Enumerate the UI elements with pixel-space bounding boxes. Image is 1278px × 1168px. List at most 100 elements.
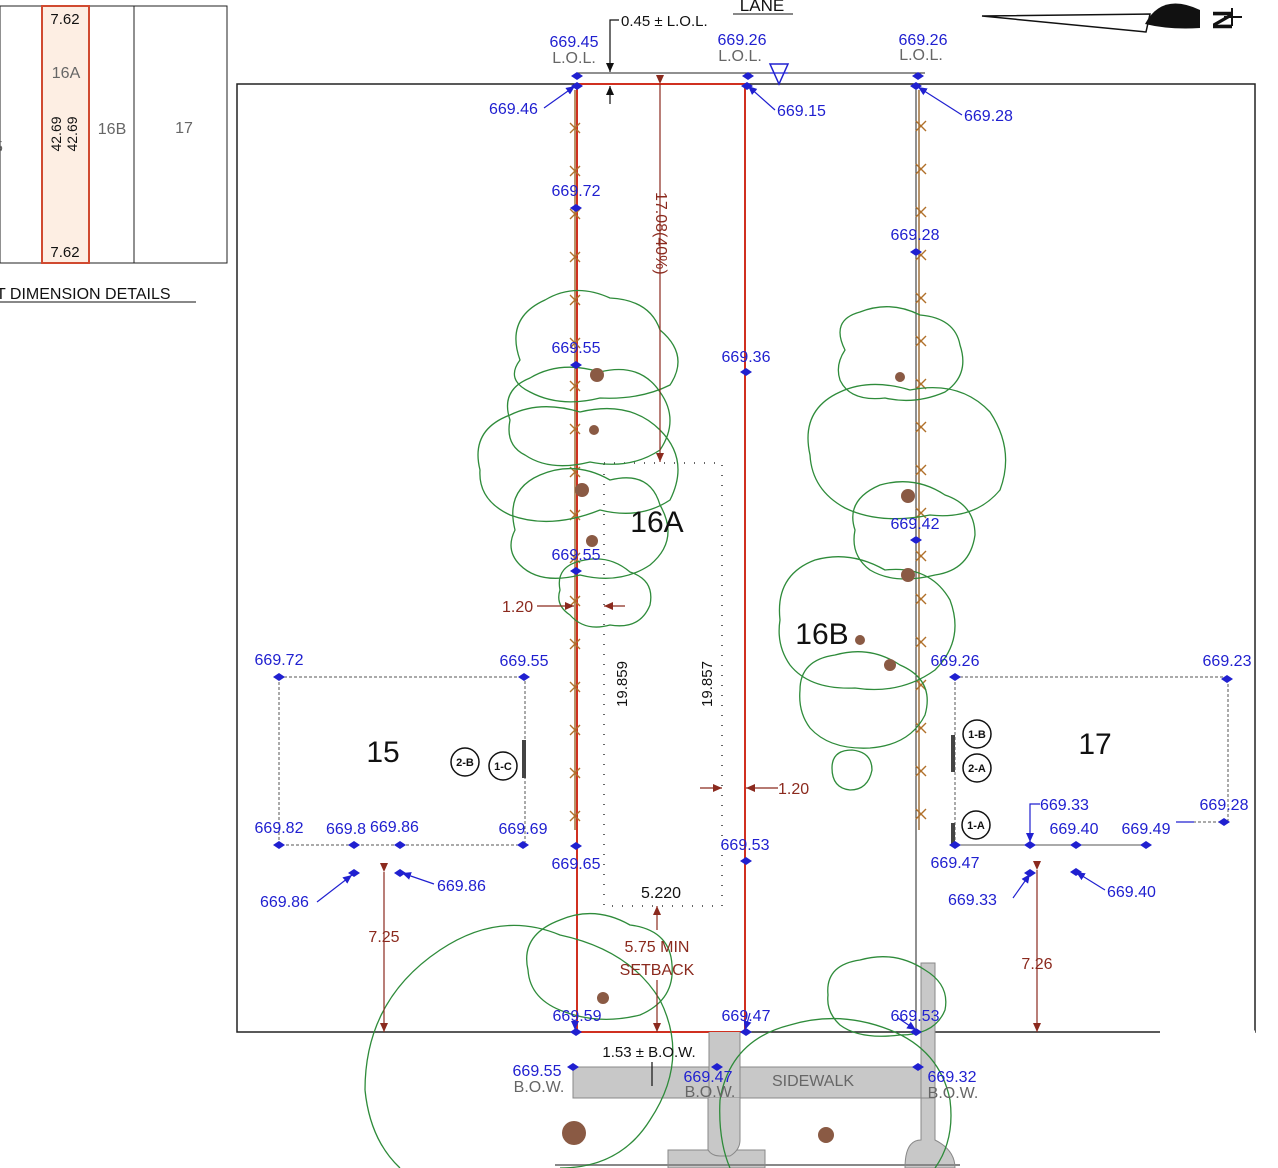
elevation-point-marker <box>949 673 961 681</box>
elev-669-40-a: 669.40 <box>1050 821 1099 838</box>
lane-offset-dimension <box>606 19 790 1086</box>
view-bubble-2a: 2-A <box>962 753 992 783</box>
elev-669-47-bow: 669.47 <box>684 1069 733 1086</box>
fence-mark <box>915 120 927 132</box>
elev-669-28-top: 669.28 <box>964 108 1013 125</box>
elevation-point-marker <box>910 248 922 256</box>
north-arrow: N <box>981 3 1242 33</box>
elev-lol-left: 669.45 <box>550 34 599 51</box>
fence-mark <box>915 550 927 562</box>
fence-mark <box>569 122 581 134</box>
dim-front-right: 7.26 <box>1021 956 1052 973</box>
elev-669-65: 669.65 <box>552 856 601 873</box>
fence-mark <box>915 679 927 691</box>
dim-rear-yard: 17.08(40%) <box>652 192 669 275</box>
elevation-point-marker <box>740 368 752 376</box>
elev-669-82: 669.82 <box>255 820 304 837</box>
dim-front-left: 7.25 <box>368 929 399 946</box>
dim-building-right: 19.857 <box>699 661 716 707</box>
elevation-point-marker <box>912 72 924 80</box>
svg-text:1-B: 1-B <box>968 729 986 741</box>
elevation-point-marker <box>348 841 360 849</box>
elevation-point-marker <box>571 72 583 80</box>
elevation-point-marker <box>910 82 922 90</box>
elev-669-32: 669.32 <box>928 1069 977 1086</box>
sidewalk-label: SIDEWALK <box>772 1073 854 1090</box>
elevation-point-marker <box>1218 818 1230 826</box>
dimension-lines <box>380 75 1041 1032</box>
elevation-point-marker <box>740 1028 752 1036</box>
fence-mark <box>569 251 581 263</box>
elev-669-72-left: 669.72 <box>255 652 304 669</box>
elev-669-72-top: 669.72 <box>552 183 601 200</box>
elevation-point-marker <box>1140 841 1152 849</box>
fence-mark <box>569 638 581 650</box>
lot-16a-label: 16A <box>630 506 683 539</box>
elevation-leaders <box>316 85 1194 1031</box>
bow-label-mid: B.O.W. <box>685 1084 736 1101</box>
elevation-point-marker <box>910 1028 922 1036</box>
elev-669-8: 669.8 <box>326 821 366 838</box>
lane-offset: 0.45 ± L.O.L. <box>621 13 708 30</box>
elevation-point-marker <box>570 567 582 575</box>
elev-669-55-bow: 669.55 <box>513 1063 562 1080</box>
svg-text:2-A: 2-A <box>968 763 986 775</box>
elev-lol-mid: 669.26 <box>718 32 767 49</box>
elev-669-26-house: 669.26 <box>931 653 980 670</box>
dim-building-width: 5.220 <box>641 885 681 902</box>
fence-mark <box>569 767 581 779</box>
svg-text:2-B: 2-B <box>456 757 474 769</box>
elevation-point-marker <box>394 841 406 849</box>
dim-side-left: 1.20 <box>502 599 533 616</box>
lane-label: LANE <box>740 0 784 15</box>
elevation-point-marker <box>571 82 583 90</box>
fence-mark <box>915 335 927 347</box>
svg-text:1-A: 1-A <box>967 820 985 832</box>
elev-669-23: 669.23 <box>1203 653 1252 670</box>
elev-669-55-house: 669.55 <box>500 653 549 670</box>
lot-17-label: 17 <box>1078 728 1111 761</box>
elev-669-42: 669.42 <box>891 516 940 533</box>
lol-label-mid: L.O.L. <box>718 48 762 65</box>
trees <box>364 289 1007 1168</box>
fence-mark <box>915 464 927 476</box>
dim-bow-offset: 1.53 ± B.O.W. <box>602 1044 695 1061</box>
view-bubble-2b: 2-B <box>450 747 480 777</box>
fence-mark <box>915 421 927 433</box>
inset-lot-16b: 16B <box>98 121 126 138</box>
inset-lot-17: 17 <box>175 120 193 137</box>
dim-setback: 5.75 MIN <box>625 939 690 956</box>
fence-mark <box>915 808 927 820</box>
elevation-point-marker <box>1070 841 1082 849</box>
fence-mark <box>915 765 927 777</box>
elevation-point-marker <box>740 857 752 865</box>
elev-669-40-b: 669.40 <box>1107 884 1156 901</box>
dim-setback-word: SETBACK <box>620 962 695 979</box>
elev-669-15: 669.15 <box>777 103 826 120</box>
elevation-point-marker <box>910 536 922 544</box>
elevation-point-marker <box>273 841 285 849</box>
house-lot-17 <box>951 676 1229 846</box>
elevation-point-marker <box>518 673 530 681</box>
elevation-point-marker <box>1024 869 1036 877</box>
elevation-point-marker <box>711 1063 723 1071</box>
fence-mark <box>915 722 927 734</box>
elevation-point-marker <box>570 1028 582 1036</box>
view-bubble-1b: 1-B <box>962 719 992 749</box>
elevation-markers <box>273 72 1233 1071</box>
elev-669-28-house: 669.28 <box>1200 797 1249 814</box>
inset-bottom-width: 7.62 <box>50 244 79 261</box>
inset-lot-16a: 16A <box>52 65 81 82</box>
elevation-point-marker <box>394 869 406 877</box>
elev-669-55-a: 669.55 <box>552 340 601 357</box>
sidewalk: SIDEWALK <box>555 962 960 1168</box>
lot-15-label: 15 <box>366 736 399 769</box>
fence-mark <box>915 163 927 175</box>
fence-mark <box>569 423 581 435</box>
north-label: N <box>1207 10 1238 30</box>
fence-mark <box>915 292 927 304</box>
fence-line-left <box>569 90 581 830</box>
bow-label-right: B.O.W. <box>928 1085 979 1102</box>
elev-669-86-a: 669.86 <box>370 819 419 836</box>
fence-mark <box>915 593 927 605</box>
